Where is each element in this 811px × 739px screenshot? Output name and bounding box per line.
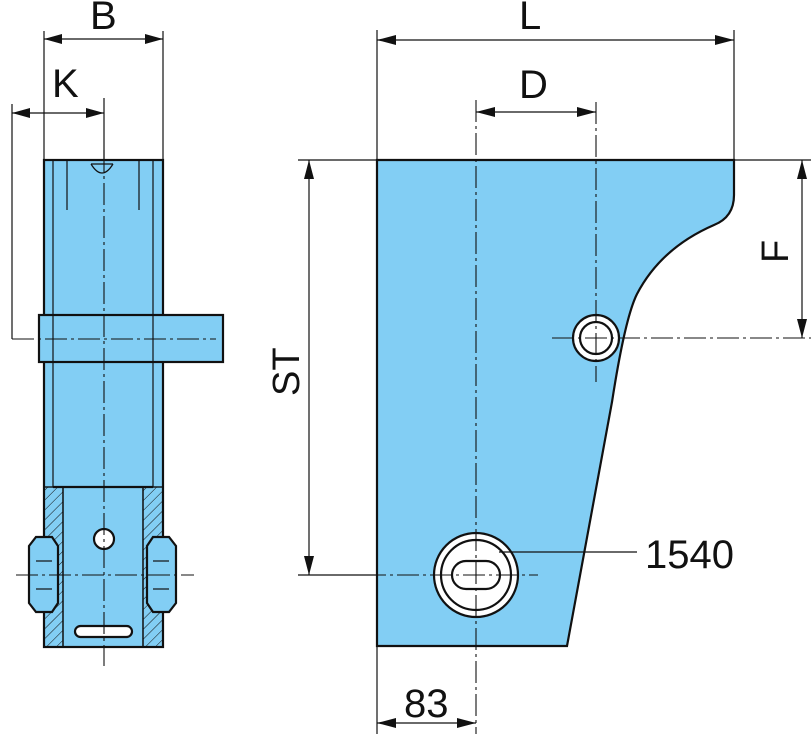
front-view-plate (375, 158, 736, 648)
side-view (12, 150, 225, 666)
dimension-k-left-arrow (12, 108, 30, 118)
dimension-st-label: ST (266, 347, 308, 396)
dimension-b-label: B (90, 0, 117, 38)
part-number-label: 1540 (645, 533, 734, 577)
dimension-d-left-arrow (476, 107, 495, 117)
dimension-b-left-arrow (44, 34, 62, 44)
dimension-l-right-arrow (715, 35, 734, 45)
dimension-k-label: K (52, 62, 79, 106)
dimension-l-label: L (519, 0, 541, 38)
dimension-l-left-arrow (377, 35, 396, 45)
dimension-b-right-arrow (145, 34, 163, 44)
dimension-f-label: F (755, 240, 797, 263)
dimension-d-right-arrow (577, 107, 596, 117)
front-view (298, 100, 811, 734)
dimension-83-right-arrow (457, 718, 476, 728)
dimension-f-top-arrow (797, 160, 807, 179)
dimension-k-right-arrow (86, 108, 104, 118)
dimension-st-bottom-arrow (304, 556, 314, 575)
dimension-st-top-arrow (304, 160, 314, 179)
dimensions: B K L D ST F (11, 0, 811, 734)
side-view-top-hole (90, 163, 114, 174)
dimension-f-bottom-arrow (797, 319, 807, 338)
dimension-d-label: D (519, 63, 548, 107)
dimension-83-left-arrow (377, 718, 396, 728)
dimension-83-label: 83 (404, 682, 449, 726)
